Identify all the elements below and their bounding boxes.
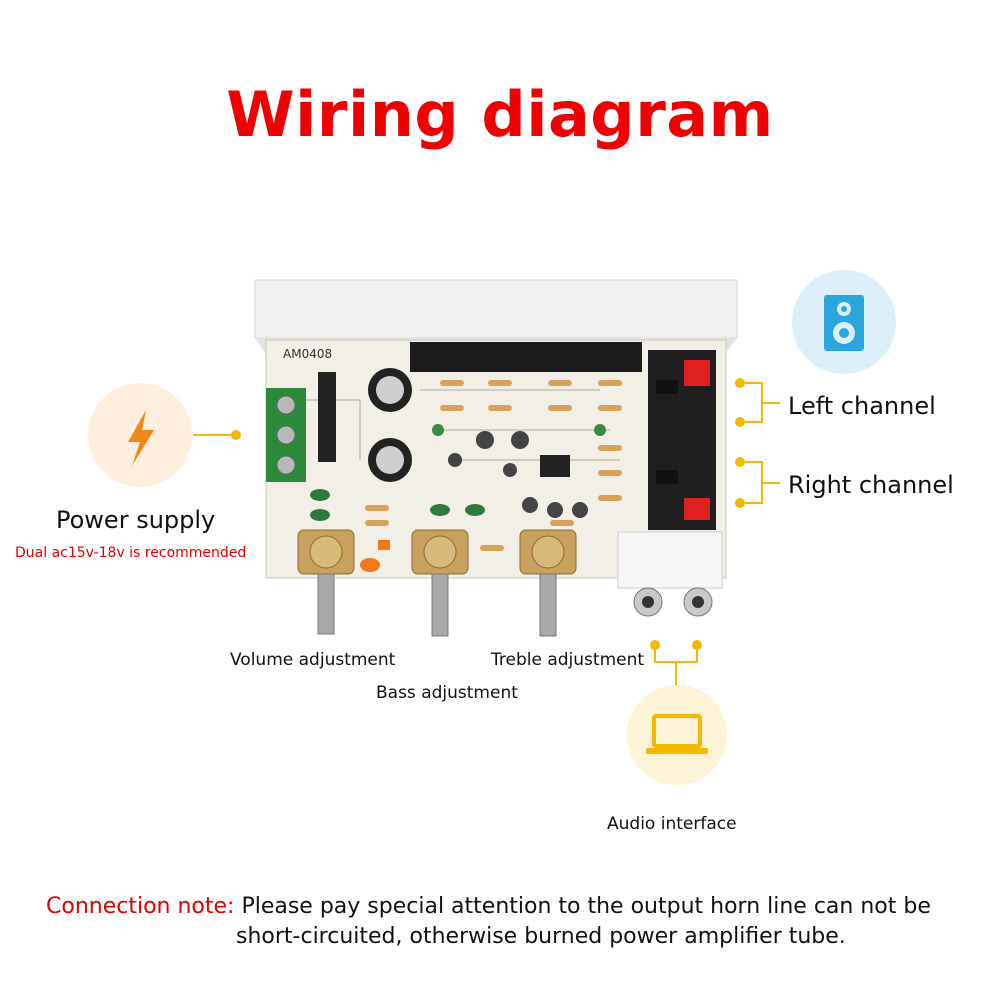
volume-adjustment-label: Volume adjustment [230,650,396,670]
amplifier-board [254,279,738,637]
connection-note-line2: short-circuited, otherwise burned power … [236,924,846,949]
connection-note-prefix: Connection note: [46,894,235,919]
treble-adjustment-label: Treble adjustment [491,650,645,670]
power-supply-note: Dual ac15v-18v is recommended [15,545,247,561]
speaker-icon [824,295,864,351]
audio-interface-label: Audio interface [607,814,737,834]
connection-note: Connection note: Please pay special atte… [46,892,931,952]
volume-pot [297,529,355,635]
power-supply-icon-badge [88,383,192,487]
bass-adjustment-label: Bass adjustment [376,683,518,703]
treble-pot [519,529,577,637]
connection-note-line1: Please pay special attention to the outp… [241,894,931,919]
left-channel-label: Left channel [788,392,936,420]
bass-pot [411,529,469,637]
speaker-icon-badge [792,270,896,374]
power-supply-label: Power supply [56,506,216,534]
laptop-icon-badge [627,685,727,785]
page-title: Wiring diagram [226,78,774,151]
board-marking: AM0408 [283,347,332,361]
lightning-icon [128,410,154,466]
right-channel-label: Right channel [788,471,954,499]
laptop-icon [646,714,708,754]
